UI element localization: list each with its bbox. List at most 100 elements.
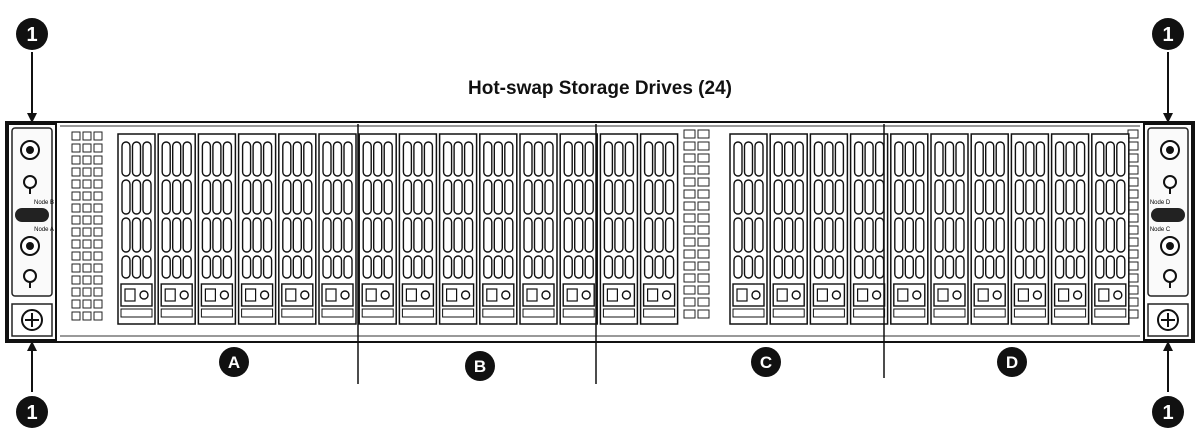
vent-hole	[697, 129, 710, 139]
vent-hole	[93, 287, 103, 297]
drive-carrier-slot	[974, 141, 984, 177]
drive-carrier-slot	[743, 217, 754, 253]
drive-carrier-slot	[262, 255, 273, 279]
drive-carrier-slot	[853, 141, 864, 177]
drive-carrier-slot	[794, 217, 804, 253]
drive-carrier-slot	[1025, 217, 1035, 253]
svg-text:D: D	[1006, 353, 1018, 372]
drive-bay[interactable]	[519, 133, 558, 325]
drive-latch-icon[interactable]	[1094, 283, 1127, 307]
drive-carrier-slot	[131, 255, 142, 279]
drive-bay[interactable]	[559, 133, 598, 325]
drive-bay[interactable]	[1010, 133, 1050, 325]
drive-carrier-slot	[773, 179, 783, 215]
drive-carrier-slot	[142, 217, 152, 253]
drive-carrier-slot	[1075, 255, 1086, 279]
vent-hole	[697, 225, 710, 235]
drive-bay[interactable]	[1050, 133, 1090, 325]
drive-latch-icon[interactable]	[160, 283, 193, 307]
drive-latch-icon[interactable]	[200, 283, 234, 307]
reset-button-icon[interactable]	[1163, 175, 1177, 194]
drive-carrier-slot	[664, 217, 675, 253]
drive-carrier-slot	[161, 217, 171, 253]
drive-latch-icon[interactable]	[772, 283, 805, 307]
drive-bay[interactable]	[398, 133, 438, 325]
drive-carrier-slot	[864, 179, 874, 215]
drive-latch-icon[interactable]	[973, 283, 1006, 307]
drive-carrier-slot	[574, 141, 584, 177]
power-button-icon[interactable]	[1160, 236, 1180, 256]
drive-bay[interactable]	[197, 133, 237, 325]
drive-bay[interactable]	[1091, 133, 1130, 325]
reset-button-icon[interactable]	[23, 175, 37, 194]
drive-carrier-slot	[212, 217, 222, 253]
power-button-icon[interactable]	[1160, 140, 1180, 160]
drive-carrier-slot	[1054, 179, 1065, 215]
drive-latch-icon[interactable]	[1013, 283, 1047, 307]
drive-carrier-slot	[574, 255, 584, 279]
drive-carrier-slot	[574, 179, 584, 215]
drive-latch-icon[interactable]	[120, 283, 153, 307]
drive-carrier-slot	[292, 255, 302, 279]
drive-bay[interactable]	[639, 133, 679, 325]
drive-latch-icon[interactable]	[732, 283, 765, 307]
drive-latch-icon[interactable]	[361, 283, 394, 307]
drive-carrier-slot	[241, 255, 252, 279]
drive-carrier-slot	[373, 179, 383, 215]
reset-button-icon[interactable]	[1163, 269, 1177, 288]
drive-carrier-slot	[864, 141, 874, 177]
drive-bay[interactable]	[237, 133, 277, 325]
drive-latch-icon[interactable]	[893, 283, 926, 307]
drive-latch-icon[interactable]	[321, 283, 354, 307]
drive-bay[interactable]	[358, 133, 397, 325]
drive-carrier-slot	[131, 141, 142, 177]
drive-latch-icon[interactable]	[522, 283, 555, 307]
drive-bay[interactable]	[849, 133, 889, 325]
drive-carrier-slot	[874, 179, 885, 215]
drive-latch-icon[interactable]	[482, 283, 515, 307]
drive-bay[interactable]	[769, 133, 808, 325]
drive-bay[interactable]	[599, 133, 639, 325]
drive-carrier-slot	[121, 179, 131, 215]
drive-carrier-slot	[1075, 141, 1086, 177]
drive-bay[interactable]	[438, 133, 478, 325]
drive-latch-icon[interactable]	[401, 283, 435, 307]
drive-latch-icon[interactable]	[281, 283, 314, 307]
drive-bay[interactable]	[930, 133, 969, 325]
reset-button-icon[interactable]	[23, 269, 37, 288]
drive-carrier-slot	[362, 179, 372, 215]
drive-carrier-slot	[402, 217, 413, 253]
drive-carrier-slot	[402, 255, 413, 279]
vent-hole	[697, 213, 710, 223]
vent-hole	[71, 191, 81, 201]
drive-carrier-slot	[523, 179, 533, 215]
drive-latch-icon[interactable]	[642, 283, 676, 307]
drive-latch-icon[interactable]	[1053, 283, 1087, 307]
drive-carrier-slot	[161, 255, 171, 279]
drive-bay[interactable]	[278, 133, 317, 325]
drive-bay[interactable]	[318, 133, 357, 325]
drive-latch-icon[interactable]	[812, 283, 846, 307]
drive-bay[interactable]	[809, 133, 849, 325]
drive-bay[interactable]	[157, 133, 196, 325]
drive-carrier-slot	[1054, 217, 1065, 253]
drive-latch-icon[interactable]	[441, 283, 475, 307]
right-rack-ear: Node D Node C	[1143, 123, 1193, 341]
drive-latch-icon[interactable]	[240, 283, 274, 307]
drive-bay[interactable]	[729, 133, 768, 325]
vent-hole	[71, 311, 81, 321]
drive-latch-icon[interactable]	[602, 283, 636, 307]
power-button-icon[interactable]	[20, 140, 40, 160]
drive-bay[interactable]	[117, 133, 156, 325]
drive-latch-icon[interactable]	[562, 283, 595, 307]
drive-latch-icon[interactable]	[933, 283, 966, 307]
drive-carrier-slot	[904, 217, 914, 253]
drive-carrier-slot	[743, 141, 754, 177]
power-button-icon[interactable]	[20, 236, 40, 256]
svg-text:1: 1	[26, 402, 37, 424]
drive-bay[interactable]	[890, 133, 929, 325]
drive-carrier-slot	[423, 255, 434, 279]
drive-latch-icon[interactable]	[852, 283, 886, 307]
drive-bay[interactable]	[479, 133, 518, 325]
drive-bay[interactable]	[970, 133, 1009, 325]
